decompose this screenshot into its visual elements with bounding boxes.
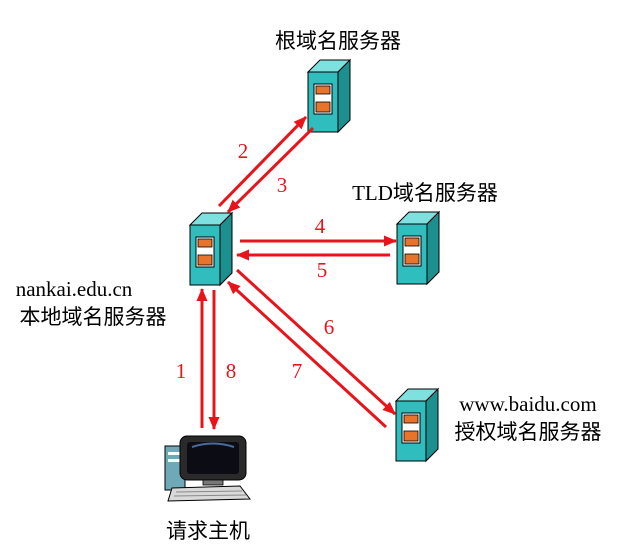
arrow-label-3: 3: [277, 173, 288, 197]
arrow-3: [226, 126, 315, 214]
arrow-label-7: 7: [292, 359, 303, 383]
local-server-domain: nankai.edu.cn: [16, 277, 133, 301]
authoritative-server-domain: www.baidu.com: [459, 392, 596, 416]
arrow-label-4: 4: [315, 214, 326, 238]
authoritative-server-label: 授权域名服务器: [455, 420, 602, 444]
authoritative-server-icon: [394, 387, 440, 463]
arrow-label-6: 6: [324, 315, 335, 339]
local-server-icon: [188, 211, 234, 287]
root-server-label: 根域名服务器: [275, 29, 401, 53]
arrow-label-5: 5: [317, 258, 328, 282]
arrow-7: [226, 280, 388, 429]
local-server-label: 本地域名服务器: [20, 305, 167, 329]
root-server-icon: [306, 58, 352, 134]
arrow-6: [235, 268, 397, 416]
tld-server-icon: [395, 210, 441, 286]
tld-server-label: TLD域名服务器: [352, 181, 498, 205]
host-label: 请求主机: [166, 519, 250, 543]
host-computer-icon: [164, 435, 251, 502]
arrow-2: [217, 115, 308, 208]
arrow-label-8: 8: [226, 359, 237, 383]
arrow-label-1: 1: [176, 359, 187, 383]
arrow-label-2: 2: [238, 139, 249, 163]
